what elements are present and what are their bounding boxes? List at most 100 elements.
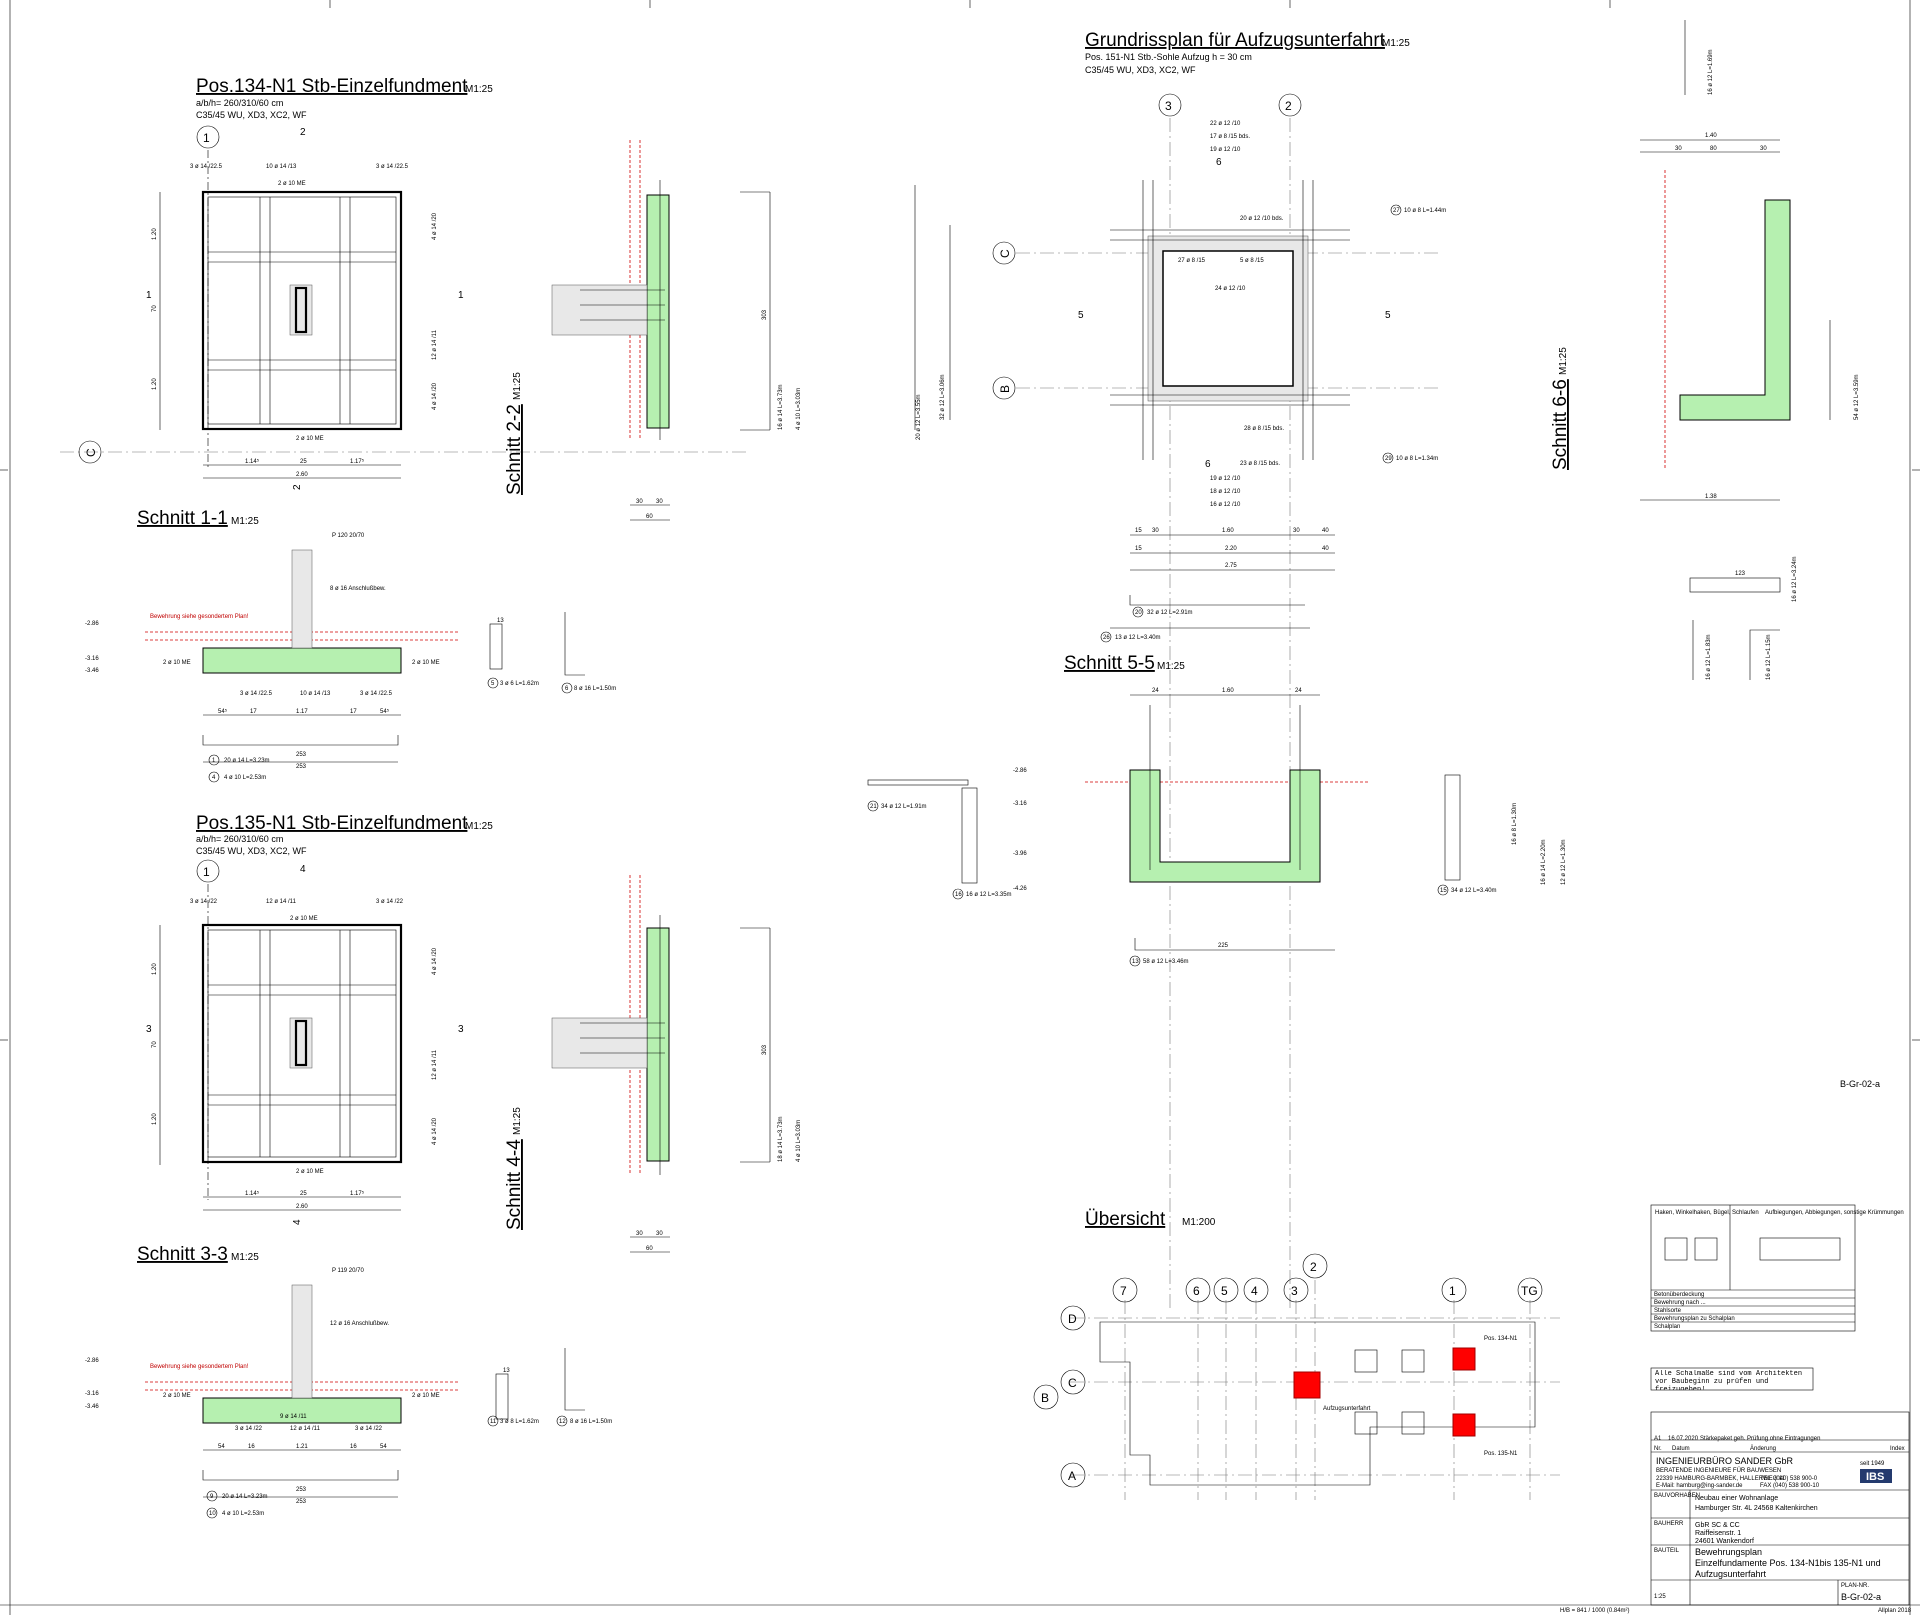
schnitt44-scale: M1:25 <box>512 1107 523 1135</box>
pos134-scale: M1:25 <box>465 84 493 95</box>
legend-row: Betonüberdeckung <box>1654 1292 1704 1298</box>
bar-label: 10 ø 14 /13 <box>266 164 297 170</box>
schnitt11-group: Schnitt 1-1 M1:25 Bewehrung siehe gesond… <box>85 508 616 783</box>
legend-row: Stahlsorte <box>1654 1308 1682 1314</box>
dim-label: 13 <box>503 1368 510 1374</box>
rebar-list-item: 16 ø 12 L=1.15m <box>1766 634 1772 680</box>
schnitt55-group: Schnitt 5-5 M1:25 -2.86 -3.16 -3.96 -4.2… <box>867 653 1567 967</box>
dim-label: 54⁵ <box>218 708 228 715</box>
plan-number: B-Gr-02-a <box>1841 1592 1881 1602</box>
dim-label: 2.75 <box>1225 563 1237 569</box>
architect-note: Alle Schalmaße sind vom Architekten vor … <box>1655 1370 1803 1390</box>
bauteil-line: Einzelfundamente Pos. 134-N1bis 135-N1 u… <box>1695 1558 1881 1568</box>
axis-1-label: 1 <box>203 131 210 145</box>
bar-label: 3 ø 14 /22.5 <box>190 164 223 170</box>
uebersicht-scale: M1:200 <box>1182 1217 1216 1228</box>
axis-c-bubble <box>992 241 1016 265</box>
marker-pos134 <box>1452 1347 1476 1371</box>
rebar-list-item: 34 ø 12 L=3.40m <box>1451 888 1497 894</box>
bar-label: 3 ø 14 /22 <box>355 1426 383 1432</box>
schnitt22-title: Schnitt 2-2 <box>504 404 525 495</box>
axis-label: 7 <box>1120 1284 1127 1298</box>
bar-label: 3 ø 14 /22 <box>190 899 218 905</box>
pos-number: 12 <box>559 1419 566 1425</box>
level-label: -3.46 <box>85 668 99 674</box>
section-mark: 2 <box>300 127 306 138</box>
bar-label: 2 ø 10 ME <box>163 660 191 666</box>
schnitt55-pit <box>1129 769 1321 883</box>
dim-label: 24 <box>1152 688 1159 694</box>
axis-bubble <box>1060 1305 1086 1331</box>
column-label: P 120 20/70 <box>332 533 365 539</box>
axis-label: C <box>1068 1376 1077 1390</box>
dim-label: 1.17 <box>296 709 308 715</box>
rebar-list-item: 16 ø 12 L=3.35m <box>966 892 1012 898</box>
firm-tel: TEL. (040) 538 900-0 <box>1760 1476 1818 1482</box>
legend-row: Bewehrungsplan zu Schalplan <box>1654 1316 1735 1322</box>
rebar-list-item: 13 ø 12 L=3.40m <box>1115 635 1161 641</box>
bar-label: 16 ø 14 L=3.73m <box>778 384 784 430</box>
axis-label: D <box>1068 1312 1077 1326</box>
legend-header: Haken, Winkelhaken, Bügel, Schlaufen <box>1655 1210 1759 1216</box>
pos-number: 11 <box>490 1419 497 1425</box>
revision-header: Änderung <box>1750 1445 1776 1452</box>
software-label: Allplan 2018 <box>1878 1608 1912 1614</box>
axis-label: 4 <box>1251 1284 1258 1298</box>
axis-label: TG <box>1521 1284 1538 1298</box>
pos-number: 4 <box>212 775 216 781</box>
dim-label: 1.60 <box>1222 688 1234 694</box>
pos134-dims: a/b/h= 260/310/60 cm <box>196 98 283 108</box>
level-label: -3.46 <box>85 1404 99 1410</box>
dim-label: 253 <box>296 764 307 770</box>
section-mark: 4 <box>292 1219 303 1225</box>
axis-b-label: B <box>998 385 1012 393</box>
pos-number: 27 <box>1393 208 1400 214</box>
rebar-list-item: 16 ø 14 L=2.20m <box>1541 839 1547 885</box>
bauherr-line: Raiffeisenstr. 1 <box>1695 1530 1741 1537</box>
axis-label: 6 <box>1193 1284 1200 1298</box>
dim-label: 17 <box>250 709 257 715</box>
axis-3-label: 3 <box>1165 99 1172 113</box>
dim-label: 2.60 <box>296 1204 308 1210</box>
bar-label: 2 ø 10 ME <box>290 916 318 922</box>
marker-label: Pos. 134-N1 <box>1484 1336 1518 1342</box>
dim-label: 60 <box>646 1246 653 1252</box>
column-p119 <box>294 1019 308 1067</box>
dim-label: 1.17⁵ <box>350 1190 365 1197</box>
revision-header: Index <box>1890 1446 1905 1452</box>
bar-label: 2 ø 10 ME <box>278 181 306 187</box>
bar-label: 12 ø 14 /11 <box>432 329 438 360</box>
schnitt66-pit <box>1679 199 1791 421</box>
marker-label: Aufzugsunterfahrt <box>1323 1406 1371 1412</box>
footing-134-outline <box>201 190 403 431</box>
bauvorhaben-line: Hamburger Str. 4L 24568 Kaltenkirchen <box>1695 1505 1818 1512</box>
axis-bubble <box>1243 1277 1269 1303</box>
bar-label: 3 ø 14 /22.5 <box>240 691 273 697</box>
dim-label: 253 <box>296 1499 307 1505</box>
firm-mail: E-Mail: hamburg@ing-sander.de <box>1656 1483 1743 1489</box>
pos-number: 6 <box>565 686 569 692</box>
schnitt66-scale: M1:25 <box>1558 347 1569 375</box>
dim-label: 70 <box>152 305 158 312</box>
schnitt44-footing <box>646 927 670 1162</box>
plan-label: PLAN-NR. <box>1841 1583 1869 1589</box>
bar-label: 4 ø 14 /20 <box>432 212 438 240</box>
dim-label: 17 <box>350 709 357 715</box>
footing-135-outline <box>201 923 403 1164</box>
level-label: -2.86 <box>85 621 99 627</box>
sheet-id-label: B-Gr-02-a <box>1840 1079 1880 1089</box>
sheet-format: H/B = 841 / 1000 (0.84m²) <box>1560 1608 1630 1614</box>
firm-address: 22339 HAMBURG-BARMBEK, HALLERWEG 11 <box>1656 1476 1786 1482</box>
level-label: -4.26 <box>1013 886 1027 892</box>
schnitt55-title: Schnitt 5-5 <box>1064 653 1155 674</box>
axis-b-bubble <box>992 376 1016 400</box>
pos134-title: Pos.134-N1 Stb-Einzelfundment <box>196 76 468 97</box>
dim-label: 16 <box>248 1444 255 1450</box>
uebersicht-title: Übersicht <box>1085 1209 1166 1230</box>
section-mark: 1 <box>458 290 464 301</box>
firm-name: INGENIEURBÜRO SANDER GbR <box>1656 1456 1794 1466</box>
pos135-scale: M1:25 <box>465 821 493 832</box>
bar-label: 19 ø 12 /10 <box>1210 147 1241 153</box>
rebar-list-item: 16 ø 12 L=1.69m <box>1708 49 1714 95</box>
